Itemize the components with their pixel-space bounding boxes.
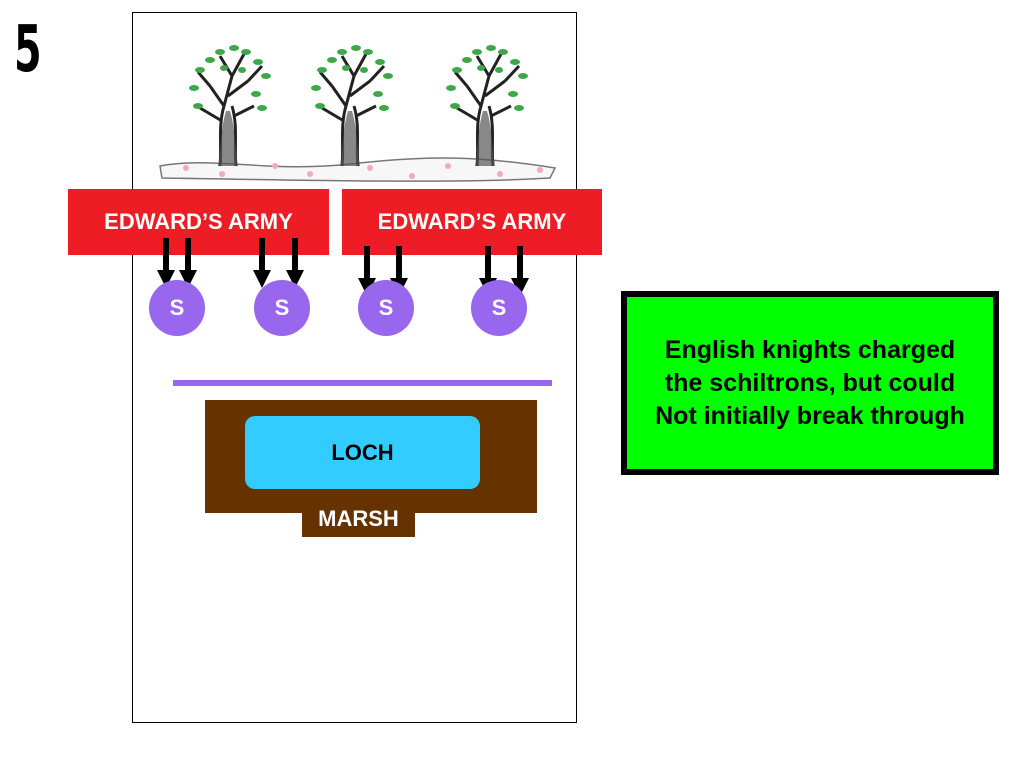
edwards-army-left: EDWARD’S ARMY [68,189,329,255]
schiltron-2: S [254,280,310,336]
tree-line [159,43,557,182]
charge-arrows [157,238,529,296]
scottish-line [173,380,552,386]
caption-line-1: English knights charged [664,335,956,364]
loch-area: LOCH [245,416,480,489]
edwards-army-right: EDWARD’S ARMY [342,189,602,255]
slide-number: 5 [14,13,42,87]
caption-box: English knights charged the schiltrons, … [621,291,999,475]
schiltron-4: S [471,280,527,336]
caption-text: English knights charged the schiltrons, … [655,334,965,433]
caption-line-3: Not initially break through [655,401,965,430]
caption-line-2: the schiltrons, but could [664,368,956,397]
schiltron-1: S [149,280,205,336]
schiltron-3: S [358,280,414,336]
marsh-label: MARSH [302,500,415,537]
ground-strip [159,157,557,182]
arrow-down-icon [253,238,271,288]
